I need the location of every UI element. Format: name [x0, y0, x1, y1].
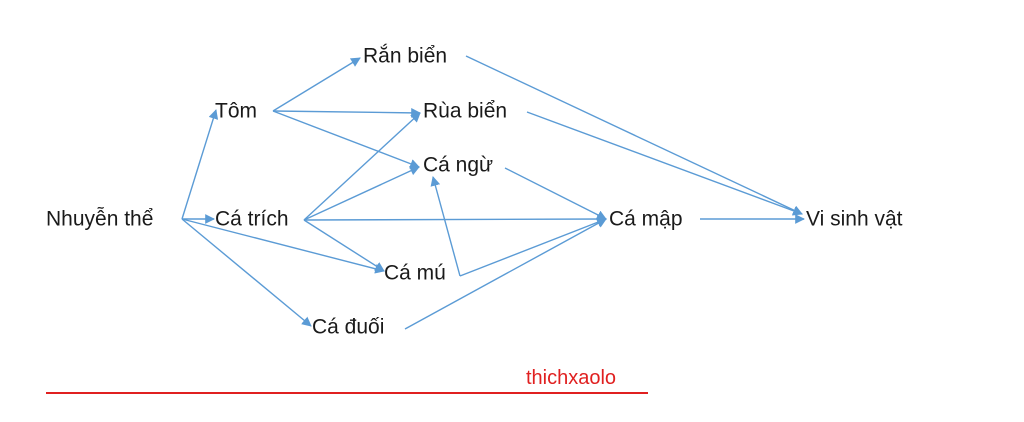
edge-ca-trich-to-ca-mu: [303, 219, 385, 272]
node-nhuyen-the: Nhuyễn thể: [46, 207, 154, 231]
edge-ca-mu-to-ca-ngu: [430, 176, 461, 277]
node-tom: Tôm: [215, 99, 257, 123]
edge-tom-to-rua-bien: [272, 107, 421, 118]
edge-ran-bien-to-vi-sinh-vat: [465, 55, 803, 215]
edge-nhuyen-the-to-ca-duoi: [181, 218, 312, 327]
node-ran-bien: Rắn biển: [363, 44, 448, 68]
watermark-underline: [46, 392, 648, 394]
node-ca-duoi: Cá đuối: [312, 315, 385, 339]
edge-ca-trich-to-ca-ngu: [303, 166, 420, 221]
node-rua-bien: Rùa biển: [423, 99, 508, 123]
edge-tom-to-ca-ngu: [272, 110, 420, 169]
edge-nhuyen-the-to-tom: [181, 109, 219, 220]
node-vi-sinh-vat: Vi sinh vật: [806, 207, 903, 231]
node-ca-map: Cá mập: [609, 207, 683, 231]
watermark-text: thichxaolo: [526, 367, 617, 389]
edge-ca-trich-to-ca-map: [303, 214, 607, 224]
edge-tom-to-ran-bien: [272, 57, 361, 112]
edge-ca-mu-to-ca-map: [459, 217, 607, 277]
edge-ca-duoi-to-ca-map: [404, 218, 607, 330]
node-ca-ngu: Cá ngừ: [423, 153, 494, 177]
edge-ca-ngu-to-ca-map: [504, 167, 607, 220]
node-ca-trich: Cá trích: [215, 207, 289, 231]
edge-ca-trich-to-rua-bien: [303, 112, 421, 221]
edge-rua-bien-to-vi-sinh-vat: [526, 111, 803, 216]
edge-nhuyen-the-to-ca-mu: [181, 218, 385, 274]
node-ca-mu: Cá mú: [384, 261, 446, 285]
